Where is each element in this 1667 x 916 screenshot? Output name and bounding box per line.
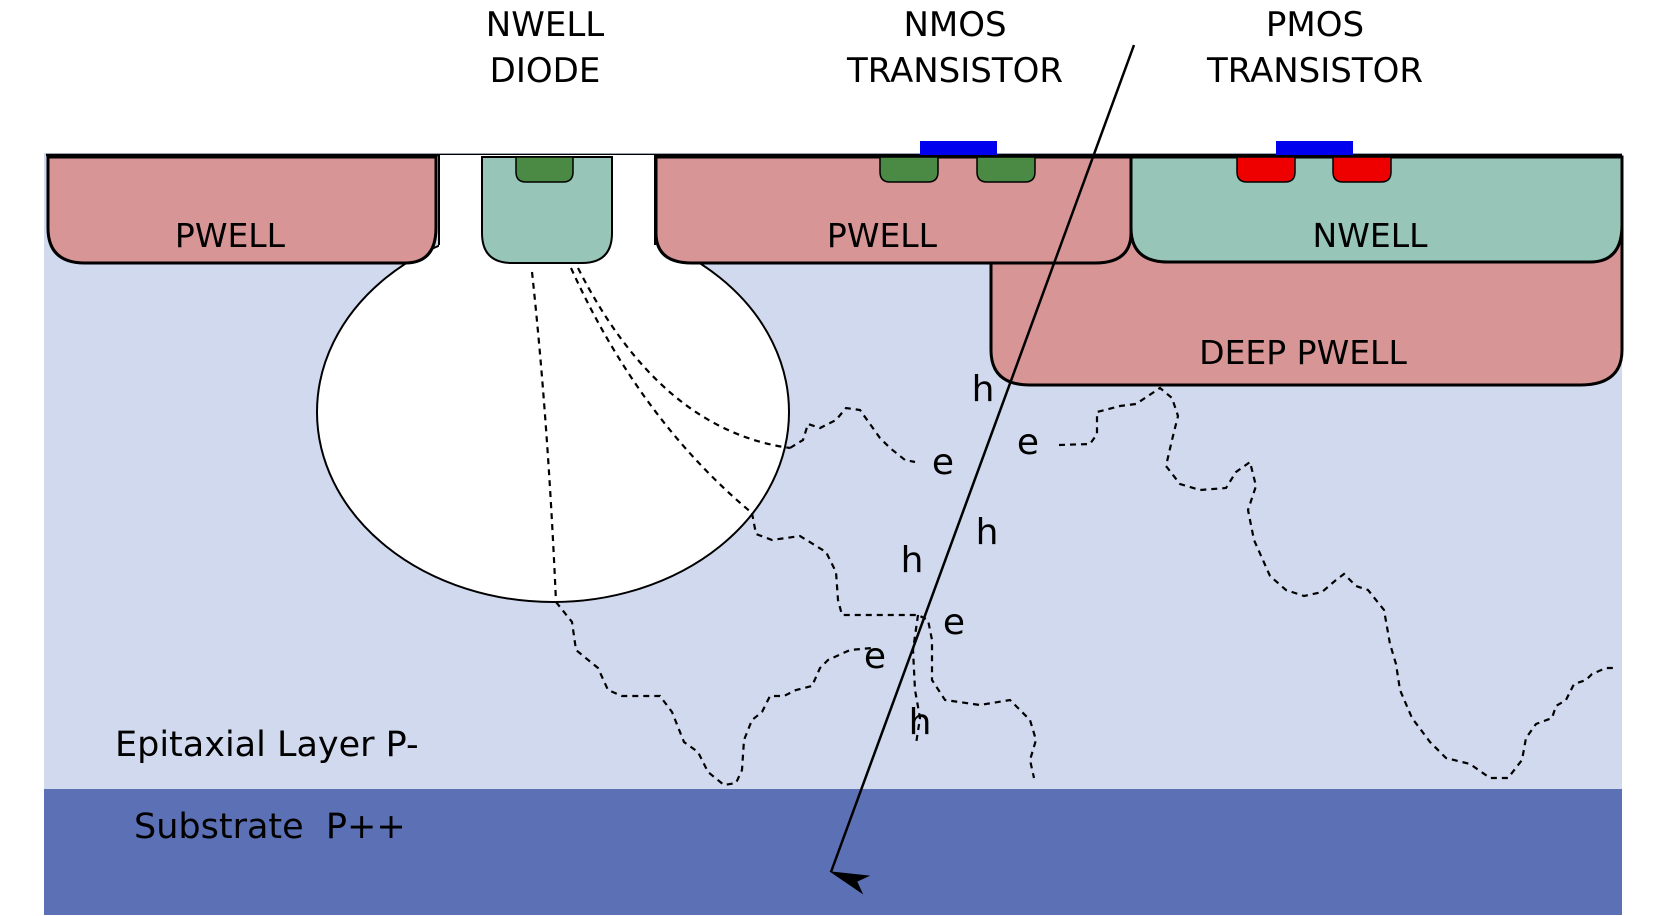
nmos-drain (976, 156, 1036, 183)
epitaxial-layer-label: Epitaxial Layer P- (115, 725, 419, 765)
pmos-source (1236, 156, 1296, 183)
carrier-h-3: h (901, 540, 924, 581)
nmos-header-line2: TRANSISTOR (846, 51, 1063, 91)
pwell-mid-label: PWELL (827, 216, 938, 255)
diode-header-line2: DIODE (490, 51, 601, 91)
deep-pwell-label: DEEP PWELL (1199, 333, 1407, 372)
nwell-label: NWELL (1313, 216, 1429, 255)
diffusion-trail-2 (750, 512, 1038, 779)
pwell-left-label: PWELL (175, 216, 286, 255)
deep-pwell (989, 223, 1624, 387)
carrier-h-4: h (909, 702, 932, 743)
diode-n-plus-contact (515, 156, 574, 183)
drift-path-1 (530, 271, 558, 603)
carrier-h-1: h (972, 369, 995, 410)
drift-path-2 (569, 267, 753, 514)
nwell-diode (481, 156, 613, 264)
carrier-e-2: e (932, 442, 954, 483)
diffusion-trail-5 (1058, 386, 1614, 780)
pmos-header-line1: PMOS (1266, 5, 1364, 45)
carrier-e-4: e (864, 636, 886, 677)
carrier-e-1: e (1017, 422, 1039, 463)
substrate-layer-label: Substrate P++ (134, 807, 406, 847)
nmos-header-line1: NMOS (903, 5, 1006, 45)
nwell-pmos (1129, 155, 1624, 264)
drift-path-3 (577, 267, 791, 450)
depletion-region (316, 221, 790, 603)
pwell-nmos (654, 155, 1133, 265)
nmos-gate (920, 141, 997, 155)
pmos-header-line2: TRANSISTOR (1206, 51, 1423, 91)
carrier-h-2: h (976, 512, 999, 553)
nmos-source (879, 156, 939, 183)
pwell-left (46, 155, 438, 265)
diffusion-trail-4 (911, 614, 922, 745)
particle-track-arrow (829, 44, 1136, 895)
diffusion-trail-3 (789, 406, 916, 464)
diode-header-line1: NWELL (486, 5, 604, 45)
pmos-gate (1276, 141, 1353, 155)
carrier-trails (530, 267, 1614, 787)
carrier-e-3: e (943, 602, 965, 643)
pmos-drain (1332, 156, 1392, 183)
